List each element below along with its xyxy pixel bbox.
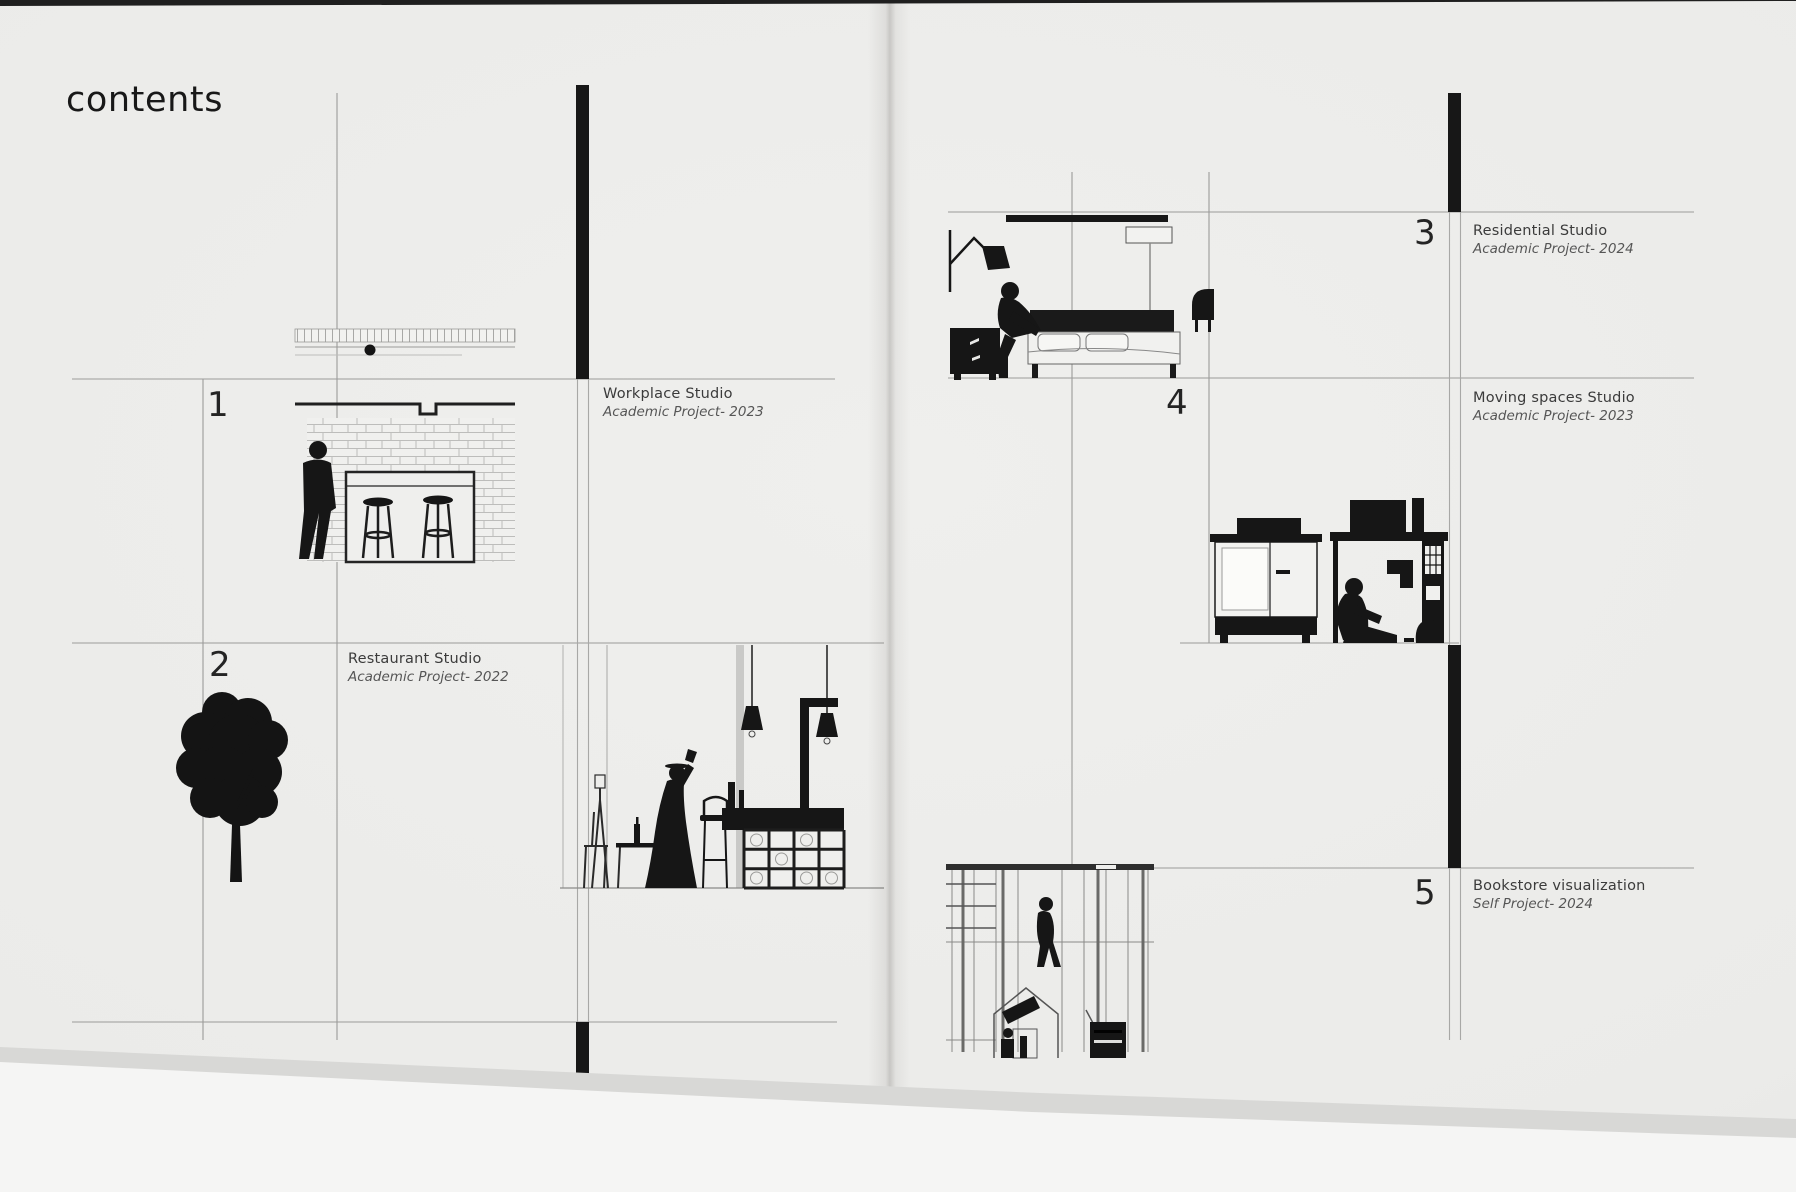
bookstore-illustration: [946, 864, 1154, 1059]
toc-entry-restaurant: Restaurant Studio Academic Project- 2022: [348, 650, 509, 686]
scaffold-thick-posts: [961, 870, 1145, 1052]
kitchen-illustration: [1210, 498, 1448, 643]
seated-person-silhouette: [1336, 578, 1444, 643]
toc-entry-subtitle: Academic Project- 2024: [1473, 241, 1634, 258]
leaning-person-silhouette: [997, 282, 1041, 378]
toc-number-2: 2: [209, 645, 231, 685]
toc-number-4: 4: [1166, 383, 1188, 423]
walking-person-small-silhouette: [1036, 897, 1061, 967]
right-page-black-bars: [1448, 93, 1461, 868]
toc-number-5: 5: [1414, 873, 1436, 913]
toc-entry-title: Bookstore visualization: [1473, 878, 1646, 894]
toc-entry-title: Restaurant Studio: [348, 651, 482, 667]
restaurant-bar-illustration: [560, 645, 884, 890]
toc-entry-subtitle: Self Project- 2024: [1473, 896, 1593, 913]
workplace-interior-illustration: [294, 328, 516, 564]
toc-entry-workplace: Workplace Studio Academic Project- 2023: [603, 385, 764, 421]
workstation-desk: [1330, 498, 1448, 643]
bedroom-illustration: [948, 215, 1214, 380]
nightstand: [950, 328, 1000, 380]
toc-entry-title: Residential Studio: [1473, 223, 1608, 239]
cafe-furniture: [583, 774, 659, 889]
toc-entry-title: Moving spaces Studio: [1473, 390, 1635, 406]
toc-entry-residential: Residential Studio Academic Project- 202…: [1473, 222, 1634, 258]
bed: [1027, 310, 1181, 378]
toc-entry-subtitle: Academic Project- 2022: [348, 669, 509, 686]
glass-block-counter: [742, 828, 846, 890]
pendant-lamps: [741, 645, 838, 808]
right-page-grid: [948, 172, 1694, 1040]
page-title: contents: [66, 80, 224, 120]
reading-nook: [993, 987, 1059, 1059]
standing-woman-silhouette: [645, 749, 697, 888]
wall-lamp: [948, 230, 989, 292]
toc-entry-title: Workplace Studio: [603, 386, 733, 402]
toc-entry-moving-spaces: Moving spaces Studio Academic Project- 2…: [1473, 389, 1635, 425]
toc-entry-subtitle: Academic Project- 2023: [1473, 408, 1634, 425]
toc-number-3: 3: [1414, 213, 1436, 253]
kitchen-cabinet: [1210, 518, 1322, 643]
walking-person-silhouette: [299, 441, 336, 559]
toc-entry-bookstore: Bookstore visualization Self Project- 20…: [1473, 877, 1646, 913]
toc-entry-subtitle: Academic Project- 2023: [603, 404, 764, 421]
tree-silhouette: [176, 692, 288, 882]
left-page-grid: [72, 93, 884, 1040]
toc-number-1: 1: [207, 385, 229, 425]
dome-lamp: [1192, 289, 1214, 332]
